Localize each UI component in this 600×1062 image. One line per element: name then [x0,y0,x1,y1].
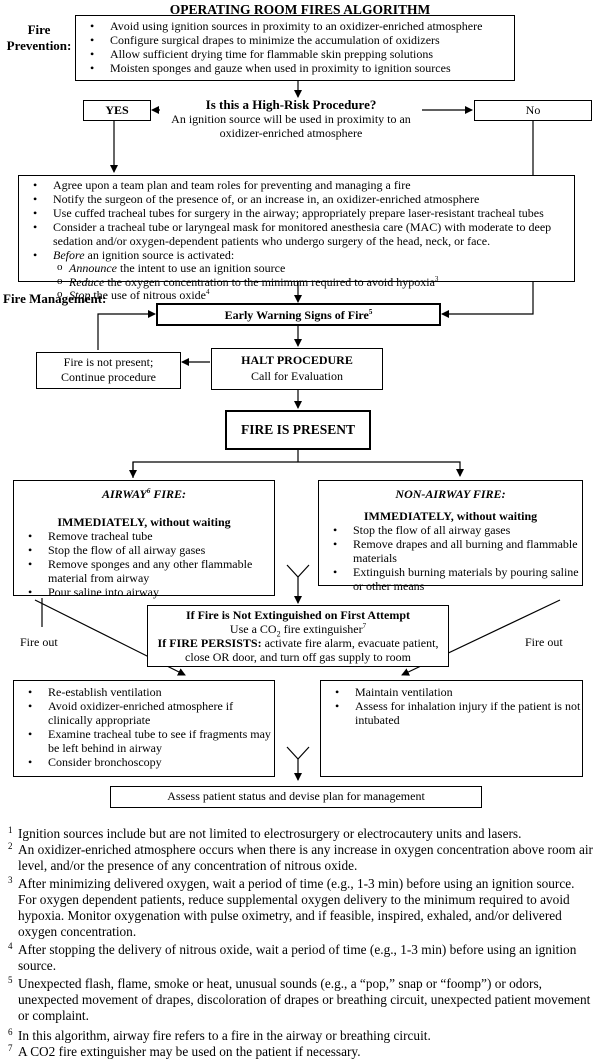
list-item: Remove drapes and all burning and flamma… [319,537,582,565]
list-item: Re-establish ventilation [14,685,274,699]
footnote-7: 7 A CO2 fire extinguisher may be used on… [8,1043,361,1059]
high-risk-subtext: An ignition source will be used in proxi… [171,112,411,140]
yes-box: YES [83,100,151,121]
list-item: Consider bronchoscopy [14,755,274,769]
list-item: Announce the intent to use an ignition s… [19,261,574,276]
non-airway-fire-box: NON-AIRWAY FIRE: IMMEDIATELY, without wa… [318,480,583,593]
airway-aftercare-list: Re-establish ventilation Avoid oxidizer-… [14,685,274,769]
footnote-5: 5 Unexpected flash, flame, smoke or heat… [8,975,591,1023]
list-item: Examine tracheal tube to see if fragment… [14,727,274,755]
prevention-box: Avoid using ignition sources in proximit… [75,15,515,81]
footnote-4: 4 After stopping the delivery of nitrous… [8,941,577,973]
list-item: Allow sufficient drying time for flammab… [76,47,514,61]
list-item: Stop the use of nitrous oxide4 [19,288,574,303]
list-item: Reduce the oxygen concentration to the m… [19,275,574,290]
non-airway-aftercare-list: Maintain ventilation Assess for inhalati… [321,685,582,727]
fire-not-present-box: Fire is not present; Continue procedure [36,352,181,389]
list-item: Use cuffed tracheal tubes for surgery in… [19,206,574,220]
plan-list: Agree upon a team plan and team roles fo… [19,178,574,262]
list-item: Stop the flow of all airway gases [14,543,274,557]
merge-right-a [297,564,310,578]
high-risk-decision: Is this a High-Risk Procedure? An igniti… [160,97,422,140]
prevention-list: Avoid using ignition sources in proximit… [76,19,514,75]
non-airway-immediately: IMMEDIATELY, without waiting [363,509,538,523]
team-plan-box: Agree upon a team plan and team roles fo… [18,175,575,302]
fire-out-left-label: Fire out [20,635,58,649]
footnote-2: 2 An oxidizer-enriched atmosphere occurs… [8,841,593,873]
merge-right-b [297,746,310,760]
early-warning-box: Early Warning Signs of Fire5 [156,303,441,326]
arrow-not-present-to-early-warning [97,310,156,350]
list-item: Configure surgical drapes to minimize th… [76,33,514,47]
airway-fire-title: AIRWAY6 FIRE: [101,487,187,501]
airway-list: Remove tracheal tube Stop the flow of al… [14,529,274,599]
before-sublist: Announce the intent to use an ignition s… [19,261,574,303]
no-box: No [474,100,592,121]
list-item: Remove tracheal tube [14,529,274,543]
fire-management-label: Fire Management: [3,291,107,306]
list-item: Pour saline into airway [14,585,274,599]
list-item: Stop the flow of all airway gases [319,523,582,537]
high-risk-question: Is this a High-Risk Procedure? [205,97,377,112]
fire-present-box: FIRE IS PRESENT [225,410,371,450]
arrow-split-right [132,461,464,478]
list-item: Remove sponges and any other flammable m… [14,557,274,585]
page-title: OPERATING ROOM FIRES ALGORITHM [169,2,431,17]
list-item: Before an ignition source is activated: [19,248,574,262]
footnote-3: 3 After minimizing delivered oxygen, wai… [8,875,575,939]
list-item: Avoid using ignition sources in proximit… [76,19,514,33]
footnote-1: 1 Ignition sources include but are not l… [8,825,522,841]
list-item: Notify the surgeon of the presence of, o… [19,192,574,206]
list-item: Maintain ventilation [321,685,582,699]
merge-left-b [286,746,299,760]
list-item: Consider a tracheal tube or laryngeal ma… [19,220,574,248]
footnote-6: 6 In this algorithm, airway fire refers … [8,1027,431,1043]
fire-persists-box: If Fire is Not Extinguished on First Att… [147,605,449,667]
fire-out-right-label: Fire out [525,635,563,649]
non-airway-list: Stop the flow of all airway gases Remove… [319,523,582,593]
list-item: Extinguish burning materials by pouring … [319,565,582,593]
airway-fire-box: AIRWAY6 FIRE: IMMEDIATELY, without waiti… [13,480,275,599]
airway-aftercare-box: Re-establish ventilation Avoid oxidizer-… [13,680,275,777]
non-airway-aftercare-box: Maintain ventilation Assess for inhalati… [320,680,583,777]
non-airway-fire-title: NON-AIRWAY FIRE: [395,487,506,501]
halt-procedure-box: HALT PROCEDURE Call for Evaluation [211,348,383,390]
airway-immediately: IMMEDIATELY, without waiting [57,515,231,529]
assess-box: Assess patient status and devise plan fo… [110,786,482,808]
merge-left-a [286,564,299,578]
list-item: Assess for inhalation injury if the pati… [321,699,582,727]
list-item: Moisten sponges and gauze when used in p… [76,61,514,75]
list-item: Agree upon a team plan and team roles fo… [19,178,574,192]
fire-prevention-label: Fire Prevention: [6,22,72,53]
list-item: Avoid oxidizer-enriched atmosphere if cl… [14,699,274,727]
